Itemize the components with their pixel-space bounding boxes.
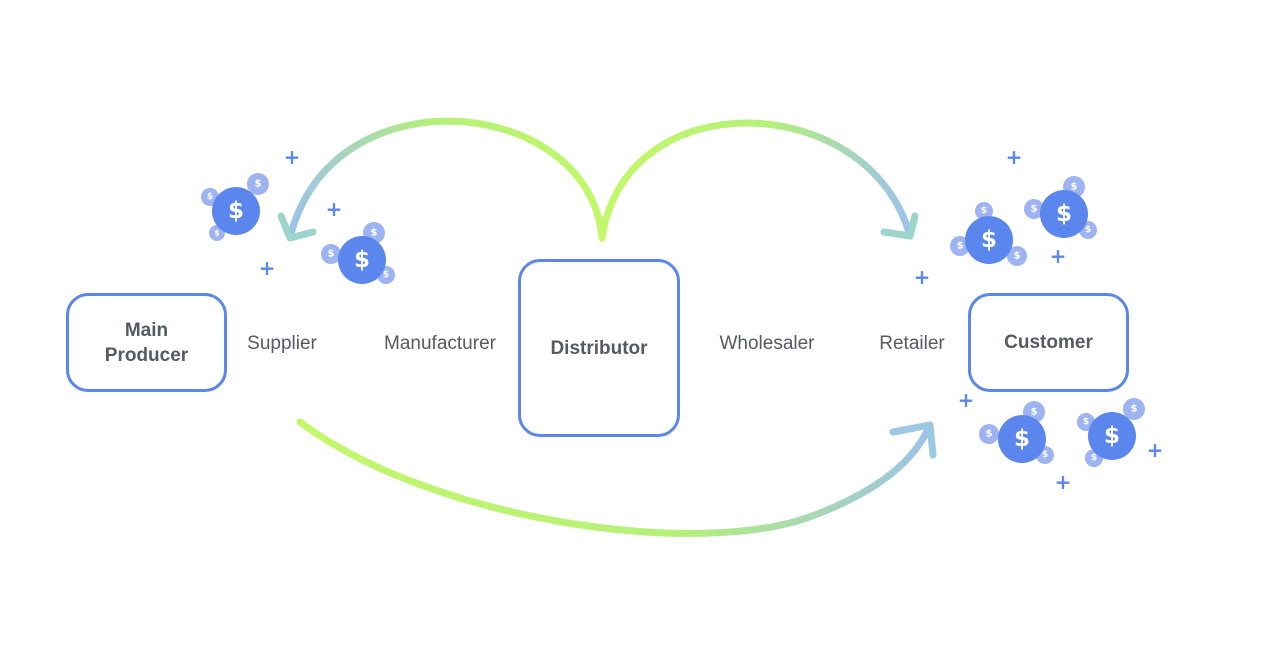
small-dollar-coin-icon: $ bbox=[247, 173, 269, 195]
dollar-coin-icon: $ bbox=[965, 216, 1013, 264]
svg-text:$: $ bbox=[981, 206, 987, 216]
svg-text:$: $ bbox=[1131, 404, 1138, 415]
wholesaler-label: Wholesaler bbox=[719, 333, 815, 354]
svg-text:$: $ bbox=[1085, 225, 1091, 235]
plus-icon: + bbox=[1006, 145, 1023, 169]
plus-icon: + bbox=[914, 265, 931, 289]
arrowhead-left bbox=[277, 212, 317, 242]
distributor-box: Distributor bbox=[518, 259, 680, 437]
main-producer-label: Main Producer bbox=[104, 319, 189, 366]
svg-text:$: $ bbox=[957, 241, 964, 252]
main-producer-box: Main Producer bbox=[66, 293, 227, 392]
small-dollar-coin-icon: $ bbox=[979, 424, 999, 444]
svg-text:$: $ bbox=[1014, 251, 1021, 262]
svg-text:$: $ bbox=[981, 227, 997, 253]
small-dollar-coin-icon: $ bbox=[1123, 398, 1145, 420]
svg-text:$: $ bbox=[1091, 453, 1097, 463]
svg-text:$: $ bbox=[255, 179, 262, 190]
retailer-label: Retailer bbox=[879, 333, 945, 354]
small-dollar-coin-icon: $ bbox=[950, 236, 970, 256]
dollar-coin-icon: $ bbox=[1040, 190, 1088, 238]
plus-icon: + bbox=[284, 145, 301, 169]
arrow-producer-to-customer bbox=[296, 418, 937, 537]
curved-arrow-icon bbox=[296, 418, 934, 537]
svg-text:$: $ bbox=[383, 270, 389, 280]
svg-text:$: $ bbox=[1014, 426, 1030, 452]
dollar-coin-icon: $ bbox=[212, 187, 260, 235]
manufacturer-label: Manufacturer bbox=[384, 333, 496, 354]
curved-arrow-icon bbox=[598, 119, 914, 242]
supplier-label: Supplier bbox=[247, 333, 317, 354]
customer-label: Customer bbox=[1004, 332, 1093, 353]
svg-text:$: $ bbox=[228, 198, 244, 224]
plus-icon: + bbox=[1055, 470, 1072, 494]
arrow-distributor-to-retailer bbox=[598, 119, 919, 242]
arrowhead-right bbox=[880, 212, 919, 240]
dollar-coin-icon: $ bbox=[1088, 412, 1136, 460]
distributor-label: Distributor bbox=[550, 337, 648, 359]
svg-text:$: $ bbox=[986, 429, 993, 440]
arrow-distributor-to-supplier bbox=[277, 117, 606, 242]
svg-text:$: $ bbox=[1031, 204, 1038, 215]
svg-text:$: $ bbox=[1056, 201, 1072, 227]
small-dollar-coin-icon: $ bbox=[975, 202, 993, 220]
svg-text:$: $ bbox=[1071, 182, 1078, 193]
small-dollar-coin-icon: $ bbox=[1007, 246, 1027, 266]
arrowhead-bottom bbox=[889, 421, 937, 459]
svg-text:$: $ bbox=[1042, 450, 1048, 460]
svg-text:$: $ bbox=[1083, 417, 1089, 427]
small-dollar-coin-icon: $ bbox=[321, 244, 341, 264]
svg-text:$: $ bbox=[207, 192, 213, 202]
dollar-coin-icon: $ bbox=[998, 415, 1046, 463]
svg-text:$: $ bbox=[1031, 407, 1038, 418]
plus-icon: + bbox=[326, 197, 343, 221]
plus-icon: + bbox=[958, 388, 975, 412]
plus-icon: + bbox=[1050, 244, 1067, 268]
plus-icon: + bbox=[259, 256, 276, 280]
svg-text:$: $ bbox=[328, 249, 335, 260]
svg-text:$: $ bbox=[214, 229, 220, 238]
small-dollar-coin-icon: $ bbox=[1024, 199, 1044, 219]
dollar-coin-icon: $ bbox=[338, 236, 386, 284]
coins-layer: $$$$$$$$$$$$$$$$$$$$$$$$ bbox=[201, 173, 1145, 467]
svg-text:$: $ bbox=[371, 228, 378, 239]
customer-box: Customer bbox=[968, 293, 1129, 392]
svg-text:$: $ bbox=[1104, 423, 1120, 449]
plus-layer: + + + + + + + + + bbox=[259, 145, 1164, 494]
curved-arrow-icon bbox=[286, 117, 606, 242]
svg-text:$: $ bbox=[354, 247, 370, 273]
plus-icon: + bbox=[1147, 438, 1164, 462]
